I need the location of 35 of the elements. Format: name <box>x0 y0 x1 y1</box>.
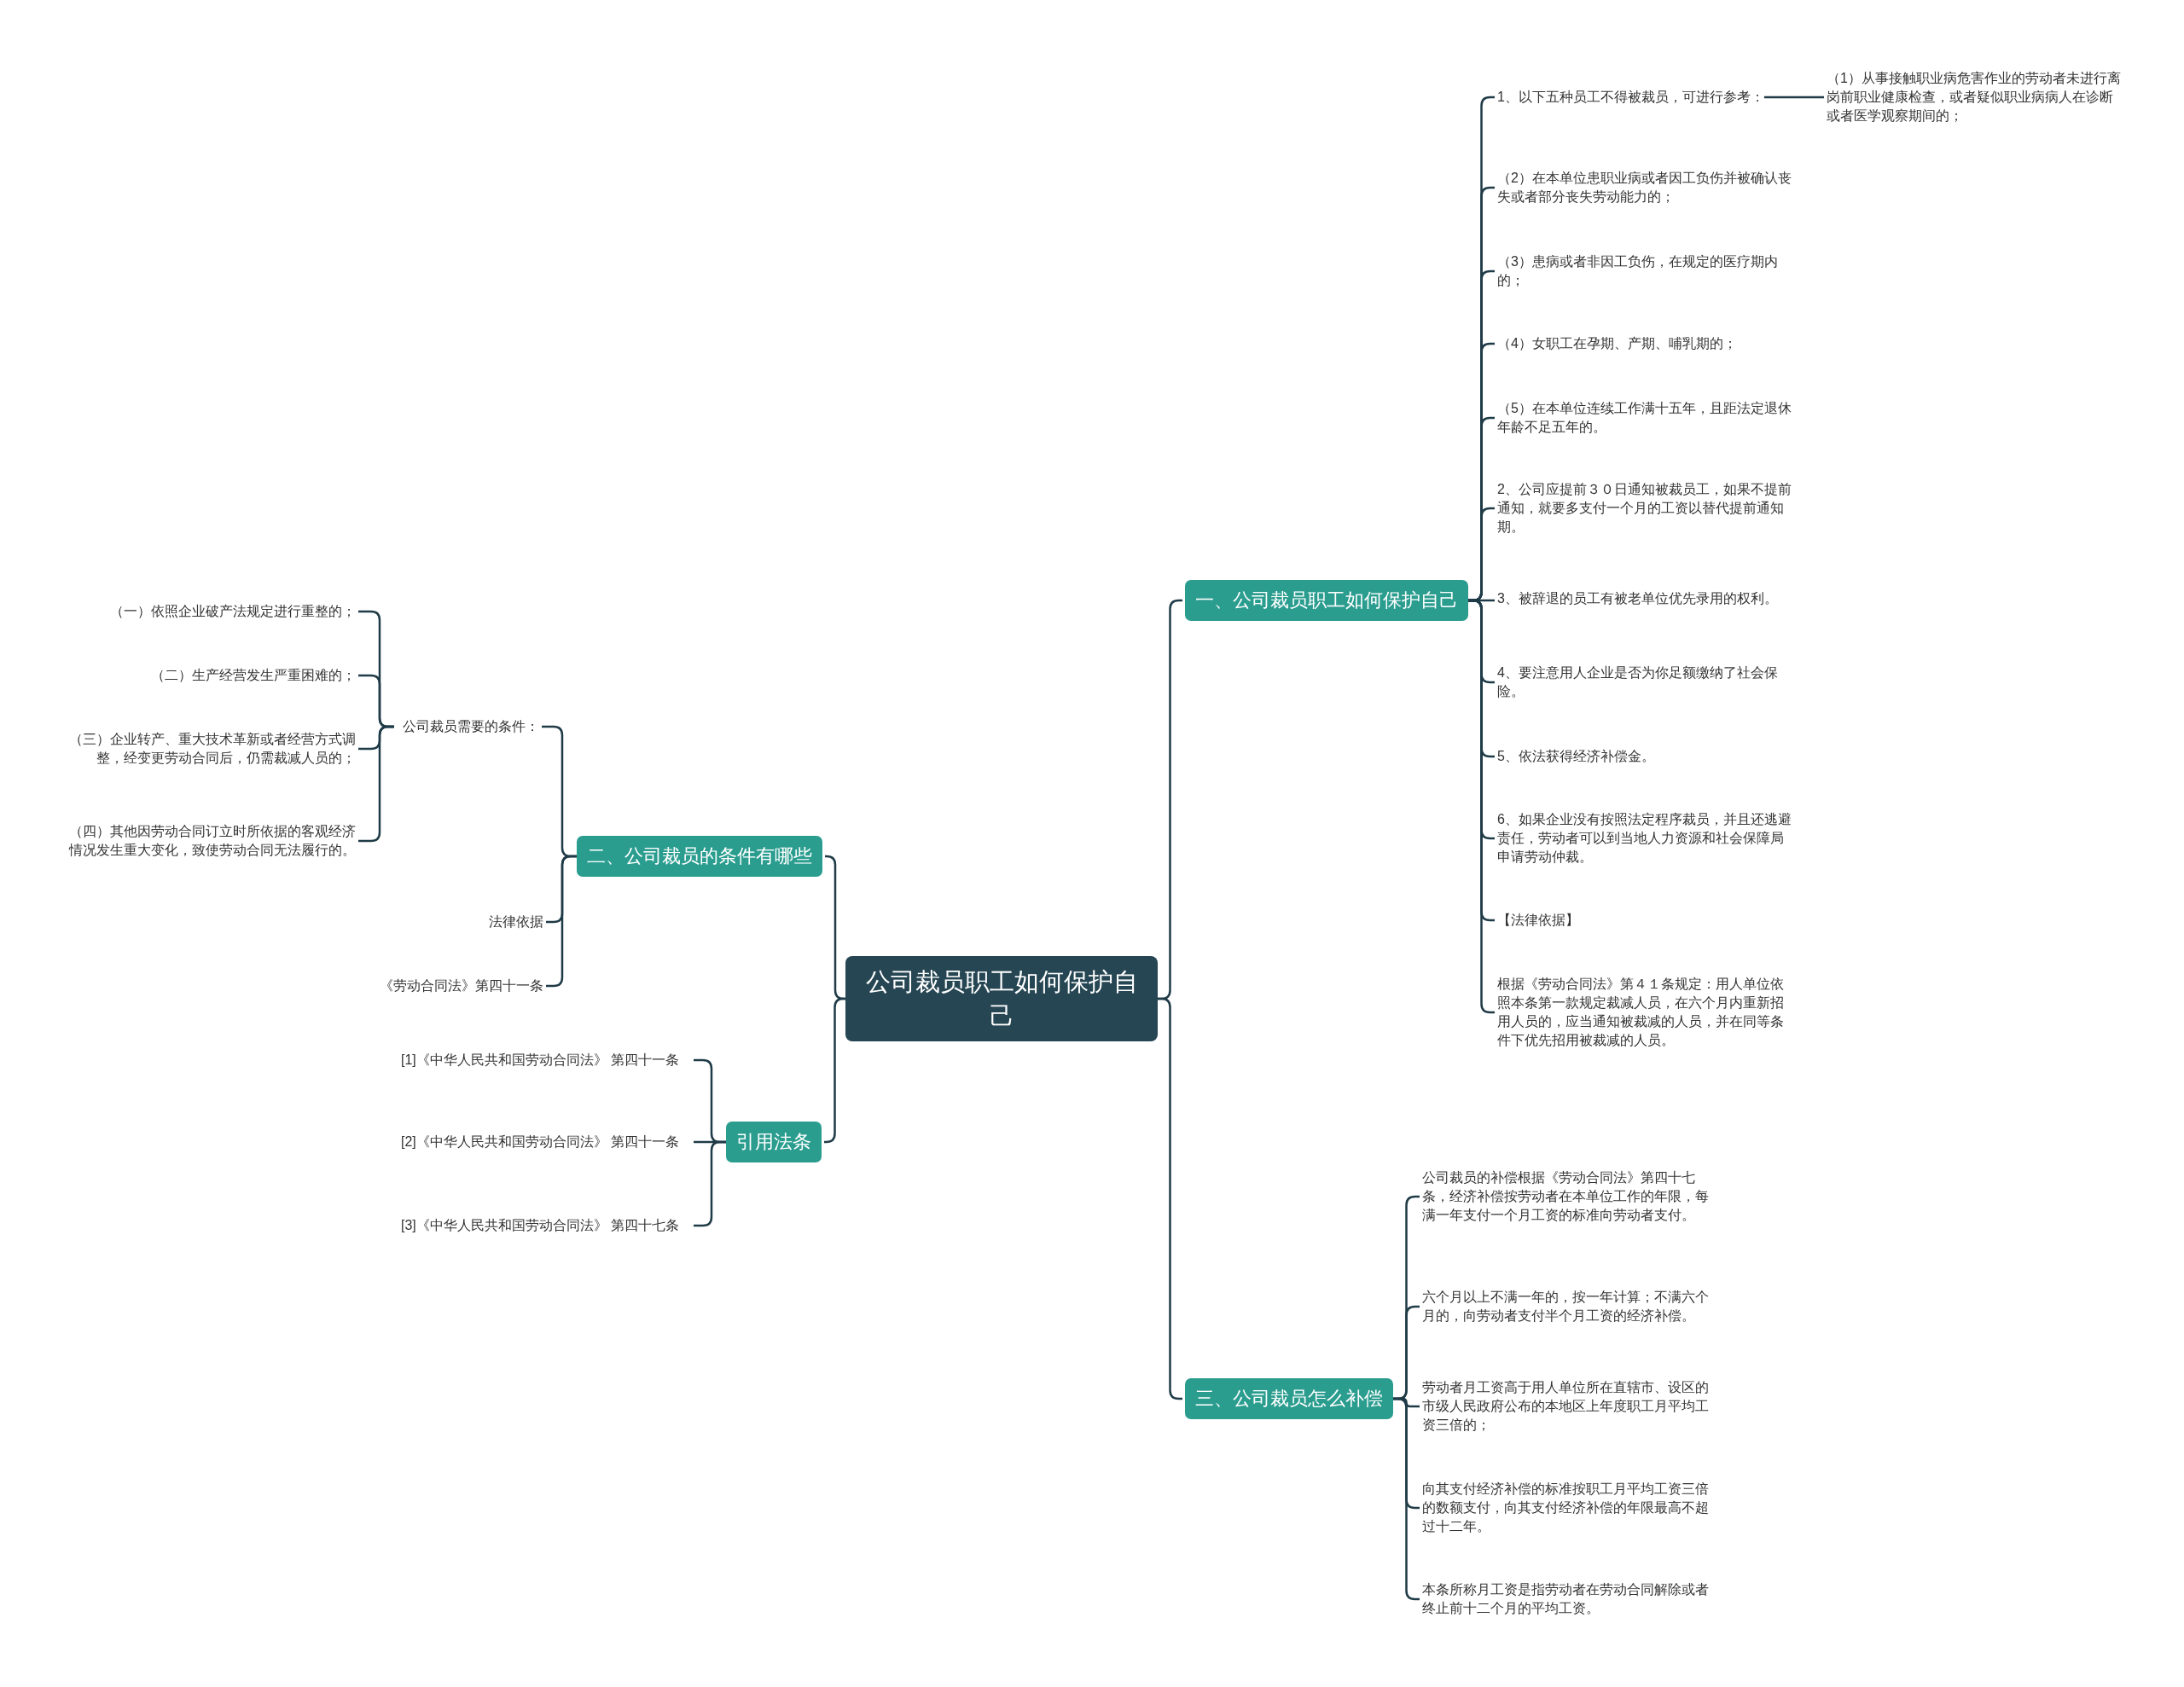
topic-text: 5、依法获得经济补偿金。 <box>1497 747 1792 766</box>
topic-text: （3）患病或者非因工负伤，在规定的医疗期内的； <box>1497 252 1792 290</box>
topic-text: [3]《中华人民共和国劳动合同法》 第四十七条 <box>401 1216 691 1235</box>
topic-text: （三）企业转产、重大技术革新或者经营方式调整，经变更劳动合同后，仍需裁减人员的； <box>61 730 356 768</box>
topic-text: 【法律依据】 <box>1497 911 1792 930</box>
topic-text: （一）依照企业破产法规定进行重整的； <box>61 602 356 621</box>
topic-text: 公司裁员的补偿根据《劳动合同法》第四十七条，经济补偿按劳动者在本单位工作的年限，每满一年支付一个月工资的标准向劳动者支付。 <box>1422 1168 1716 1225</box>
topic-text: 本条所称月工资是指劳动者在劳动合同解除或者终止前十二个月的平均工资。 <box>1422 1580 1716 1618</box>
branch-topic-box: 一、公司裁员职工如何保护自己 <box>1185 580 1468 621</box>
topic-text: 公司裁员需要的条件： <box>394 717 539 736</box>
topic-text: （5）在本单位连续工作满十五年，且距法定退休年龄不足五年的。 <box>1497 399 1792 437</box>
topic-text: 法律依据 <box>369 913 543 931</box>
topic-text: 2、公司应提前３０日通知被裁员工，如果不提前通知，就要多支付一个月的工资以替代提前通知期。 <box>1497 480 1792 536</box>
topic-text: [1]《中华人民共和国劳动合同法》 第四十一条 <box>401 1051 691 1070</box>
branch-topic-box: 引用法条 <box>726 1122 822 1162</box>
topic-text: 根据《劳动合同法》第４１条规定：用人单位依照本条第一款规定裁减人员，在六个月内重新招用人员的，应当通知被裁减的人员，并在同等条件下优先招用被裁减的人员。 <box>1497 975 1792 1050</box>
topic-text: 六个月以上不满一年的，按一年计算；不满六个月的，向劳动者支付半个月工资的经济补偿。 <box>1422 1288 1716 1325</box>
topic-text: （2）在本单位患职业病或者因工负伤并被确认丧失或者部分丧失劳动能力的； <box>1497 169 1792 206</box>
branch-topic-box: 三、公司裁员怎么补偿 <box>1185 1378 1393 1419</box>
topic-text: 《劳动合同法》第四十一条 <box>369 977 543 995</box>
topic-text: （4）女职工在孕期、产期、哺乳期的； <box>1497 334 1792 353</box>
topic-text: 6、如果企业没有按照法定程序裁员，并且还逃避责任，劳动者可以到当地人力资源和社会保障局申请劳动仲裁。 <box>1497 810 1792 867</box>
connector-line <box>824 997 845 1144</box>
topic-text: （二）生产经营发生严重困难的； <box>61 666 356 685</box>
branch-topic-box: 二、公司裁员的条件有哪些 <box>577 836 822 877</box>
topic-text: 向其支付经济补偿的标准按职工月平均工资三倍的数额支付，向其支付经济补偿的年限最高不超过十二年。 <box>1422 1480 1716 1536</box>
topic-text: 4、要注意用人企业是否为你足额缴纳了社会保险。 <box>1497 664 1792 701</box>
topic-text: 3、被辞退的员工有被老单位优先录用的权利。 <box>1497 589 1792 608</box>
topic-text: 1、以下五种员工不得被裁员，可进行参考： <box>1497 88 1764 107</box>
topic-text: （四）其他因劳动合同订立时所依据的客观经济情况发生重大变化，致使劳动合同无法履行的。 <box>61 822 356 860</box>
topic-text: [2]《中华人民共和国劳动合同法》 第四十一条 <box>401 1133 691 1151</box>
central-topic-box: 公司裁员职工如何保护自己 <box>845 956 1158 1041</box>
connector-line <box>1763 96 1824 99</box>
topic-text: 劳动者月工资高于用人单位所在直辖市、设区的市级人民政府公布的本地区上年度职工月平均工资三倍的； <box>1422 1378 1716 1435</box>
topic-text: （1）从事接触职业病危害作业的劳动者未进行离岗前职业健康检查，或者疑似职业病病人在诊断或者医学观察期间的； <box>1827 69 2121 125</box>
